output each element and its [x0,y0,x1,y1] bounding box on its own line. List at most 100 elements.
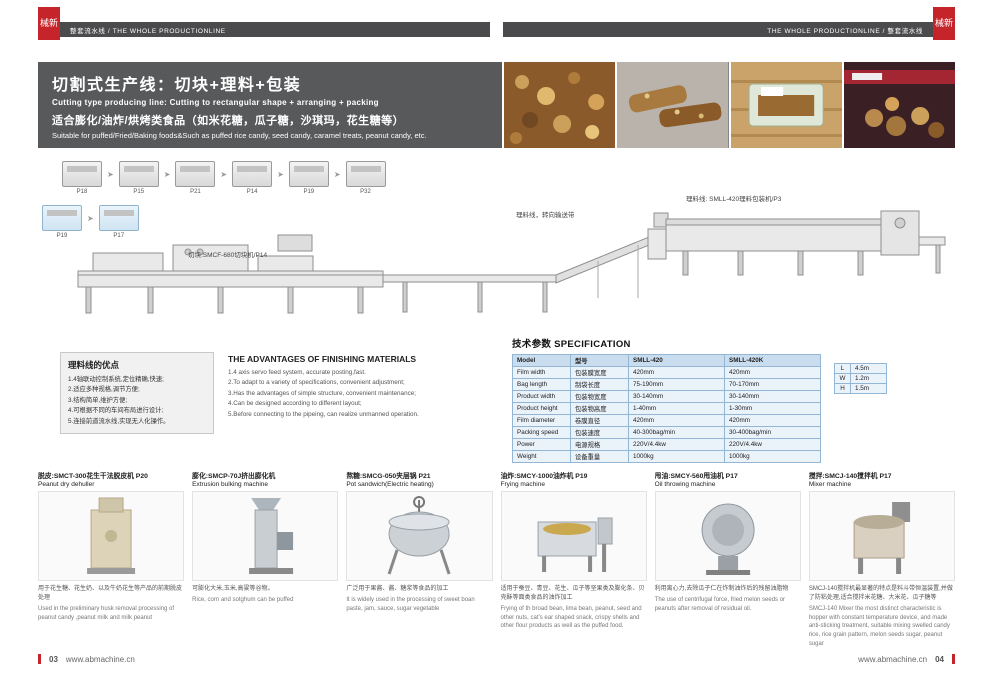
product-card-fryer: 油炸:SMCY-1000油炸机 P19 Frying machine 适用于蚕豆… [500,470,647,648]
title-banner: 切割式生产线：切块+理料+包装 Cutting type producing l… [38,62,502,148]
product-desc-en: Rice, corn and sotghum can be puffed [192,597,294,603]
advantages-en-title: THE ADVANTAGES OF FINISHING MATERIALS [228,354,417,364]
advantages-cn-list: 1.4轴联动控制系统,定位精确,快速; 2.适应多种规格,调节方便; 3.结构简… [68,375,206,427]
product-desc-cn: 适用于蚕豆、青豆、花生、瓜子等坚果类及膨化条、贝壳酥等面类食品的油炸加工 [500,586,645,601]
flow-machine: P19 [287,161,331,195]
flow-label: P19 [303,189,315,195]
product-title-en: Extrusion bulking machine [192,481,269,488]
product-card-extruder: 膨化:SMCP-70J挤出膨化机 Extrusion bulking machi… [192,470,339,648]
page-footer: 03 www.abmachine.cn www.abmachine.cn 04 [38,654,955,664]
machine-photo-kettle [346,491,493,581]
machine-thumb-icon [42,205,82,231]
flow-machine: P14 [230,161,274,195]
arrow-right-icon: ➤ [107,170,114,179]
spec-cell: 420mm [724,366,821,379]
spec-cell: 420mm [628,366,725,379]
page-title-en: Cutting type producing line: Cutting to … [52,98,379,107]
dim-value: 1.5m [850,383,887,394]
dim-key: W [834,373,851,384]
product-title-en: Mixer machine [808,481,852,488]
arrow-right-icon: ➤ [277,170,284,179]
photo-packaged-bar [730,62,842,148]
advantage-item: 4.Can be designed according to different… [228,400,362,408]
advantage-item: 3.结构简单,维护方便; [68,396,128,404]
product-title-en: Oil throwing machine [654,481,716,488]
spec-cell: 220V/4.4kw [724,438,821,451]
arrow-right-icon: ➤ [220,170,228,179]
flow-machine-highlight: P17 [97,205,141,239]
dim-key: H [834,383,851,394]
product-title-cn: 甩油:SMCY-560甩油机 P17 [654,473,738,480]
spec-cell: 70-170mm [724,378,821,391]
advantages-en-box: THE ADVANTAGES OF FINISHING MATERIALS 1.… [228,354,450,420]
dim-value: 4.5m [850,363,887,374]
website-url-right: www.abmachine.cn [858,654,928,664]
advantage-item: 1.4 axis servo feed system, accurate pos… [228,369,366,376]
spec-cell: 设备重量 [570,450,629,463]
advantage-item: 4.可根据不同的车间布局进行设计; [68,407,164,415]
product-desc-en: Used in the preliminary husk removal pro… [38,606,175,621]
product-title-en: Peanut dry dehuller [38,481,95,488]
product-title-cn: 熬糖:SMCG-050夹层锅 P21 [346,473,431,480]
machine-thumb-icon [98,205,139,231]
spec-cell: 包装物宽度 [570,390,629,403]
product-card-dehuller: 脱皮:SMCT-300花生干法脱皮机 P20 Peanut dry dehull… [38,470,185,648]
spec-cell: 420mm [628,414,725,427]
advantage-item: 1.4轴联动控制系统,定位精确,快速; [68,376,164,383]
photo-granola-bar-closeup [504,62,616,148]
machine-photo-dehuller [38,491,185,581]
product-desc-cn: 广泛用于果酱、酱、糖浆等食品的加工 [346,586,449,592]
machine-thumb-icon [62,161,102,187]
product-desc-cn: 可膨化大米,玉米,高粱等谷物。 [192,586,274,592]
flow-machine: P21 [173,161,217,195]
product-card-mixer: 搅拌:SMCJ-140搅拌机 P17 Mixer machine SMCJ-14… [808,470,955,648]
flow-machine: P18 [60,161,104,195]
brand-logo-right: 械新 [933,7,955,40]
flow-icons-row2: P19 ➤ P17 [40,205,141,239]
spec-cell: Film diameter [512,414,571,427]
page-number-right: 04 [935,654,944,664]
spec-cell: 1000kg [628,450,725,463]
machine-thumb-icon [288,161,329,187]
spec-cell: SMLL-420K [724,354,821,367]
machine-thumb-icon [345,161,386,187]
product-desc-en: SMCJ-140 Mixer the most distinct charact… [808,606,950,647]
spec-cell: Power [512,438,571,451]
product-card-centrifuge: 甩油:SMCY-560甩油机 P17 Oil throwing machine … [654,470,801,648]
spec-cell: 包装速度 [570,426,629,439]
line-drawing [77,210,946,314]
machine-photo-centrifuge [654,491,801,581]
machine-product-grid: 脱皮:SMCT-300花生干法脱皮机 P20 Peanut dry dehull… [38,470,955,648]
product-title-cn: 膨化:SMCP-70J挤出膨化机 [192,473,276,480]
flow-label: P32 [360,189,371,195]
arrow-right-icon: ➤ [333,170,341,179]
spec-cell: Model [512,354,571,367]
spec-cell: Product height [512,402,571,415]
spec-cell: Bag length [512,378,571,391]
specification-title: 技术参数 SPECIFICATION [512,339,631,350]
product-desc-en: The use of centrifugal force, fried melo… [654,597,786,612]
dim-value: 1.2m [850,373,887,384]
page-title-cn: 切割式生产线：切块+理料+包装 [52,77,302,94]
machine-thumb-icon [175,161,216,187]
flow-label: P17 [113,233,125,239]
photo-dark-package [843,62,955,148]
arrow-right-icon: ➤ [163,170,171,179]
advantage-item: 3.Has the advantages of simple structure… [228,389,416,397]
spec-cell: 75-190mm [628,378,725,391]
spec-cell: 220V/4.4kw [628,438,725,451]
flow-machine: P15 [117,161,161,195]
machine-thumb-icon [118,161,159,187]
spec-cell: 40-300bag/min [628,426,725,439]
